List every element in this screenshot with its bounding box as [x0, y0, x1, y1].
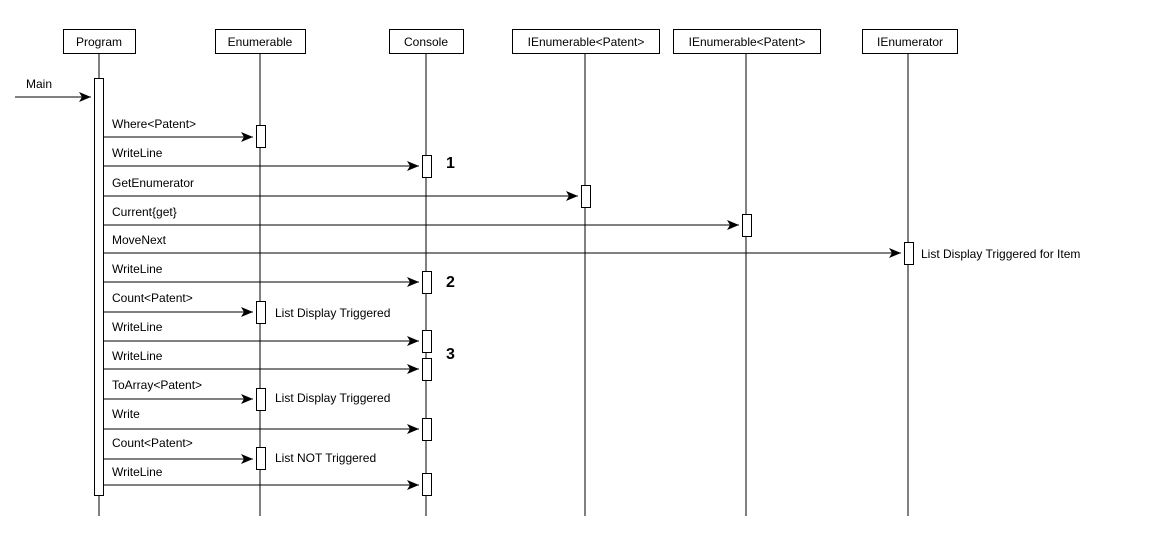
message-label: Count<Patent>	[112, 291, 193, 305]
enumerable-activation	[256, 125, 266, 148]
lifeline-ienumerator-box	[862, 29, 958, 54]
message-label: ToArray<Patent>	[112, 378, 202, 392]
program-activation	[94, 78, 104, 496]
message-get-enumerator: GetEnumerator	[104, 176, 591, 208]
message-label: WriteLine	[112, 262, 163, 276]
message-writeline-5: WriteLine	[104, 465, 432, 496]
message-label: GetEnumerator	[112, 176, 194, 190]
entry-message-label: Main	[26, 77, 52, 91]
message-toarray-patent: ToArray<Patent> List Display Triggered	[104, 378, 390, 411]
message-writeline-4: WriteLine	[104, 349, 432, 381]
console-activation	[422, 418, 432, 441]
step-marker-1: 1	[446, 155, 455, 172]
console-activation	[422, 473, 432, 496]
lifeline-enumerable-label: Enumerable	[228, 35, 293, 49]
enumerable-activation	[256, 447, 266, 470]
console-activation	[422, 358, 432, 381]
lifeline-console-box	[389, 29, 464, 54]
note-list-display-triggered-for-item: List Display Triggered for Item	[921, 247, 1080, 261]
message-label: WriteLine	[112, 146, 163, 160]
message-current-get: Current{get}	[104, 205, 752, 237]
enumerable-activation	[256, 388, 266, 411]
message-label: WriteLine	[112, 465, 163, 479]
lifeline-ienumerator: IEnumerator	[862, 29, 958, 516]
lifeline-ienumerable-1: IEnumerable<Patent>	[512, 29, 660, 516]
enumerable-activation	[256, 301, 266, 324]
lifeline-enumerable-box	[215, 29, 306, 54]
lifeline-ienumerable-2: IEnumerable<Patent>	[673, 29, 821, 516]
message-count-patent-1: Count<Patent> List Display Triggered	[104, 291, 390, 324]
lifeline-enumerable: Enumerable	[215, 29, 306, 516]
console-activation	[422, 155, 432, 178]
message-count-patent-2: Count<Patent> List NOT Triggered	[104, 436, 376, 470]
note-list-display-triggered: List Display Triggered	[275, 391, 390, 405]
lifeline-console-label: Console	[404, 35, 448, 49]
message-where-patent: Where<Patent>	[104, 117, 266, 148]
lifeline-ienumerable-1-box	[512, 29, 660, 54]
step-marker-3: 3	[446, 346, 455, 363]
console-activation	[422, 330, 432, 353]
message-move-next: MoveNext List Display Triggered for Item	[104, 233, 1080, 265]
lifeline-program-box	[63, 29, 136, 54]
step-marker-2: 2	[446, 274, 455, 291]
message-label: MoveNext	[112, 233, 167, 247]
lifeline-ienumerable-1-label: IEnumerable<Patent>	[528, 35, 645, 49]
message-label: Where<Patent>	[112, 117, 196, 131]
message-writeline-3: WriteLine 3	[104, 320, 455, 363]
note-list-display-triggered: List Display Triggered	[275, 306, 390, 320]
message-label: WriteLine	[112, 349, 163, 363]
message-label: Current{get}	[112, 205, 177, 219]
entry-message-main: Main	[15, 77, 91, 102]
note-list-not-triggered: List NOT Triggered	[275, 451, 376, 465]
message-label: Write	[112, 407, 140, 421]
ienumerable-2-activation	[742, 214, 752, 237]
message-writeline-1: WriteLine 1	[104, 146, 455, 178]
lifeline-ienumerator-label: IEnumerator	[877, 35, 943, 49]
lifeline-program-label: Program	[76, 35, 122, 49]
ienumerator-activation	[904, 242, 914, 265]
console-activation	[422, 271, 432, 294]
message-label: WriteLine	[112, 320, 163, 334]
lifeline-ienumerable-2-box	[673, 29, 821, 54]
ienumerable-1-activation	[581, 185, 591, 208]
message-label: Count<Patent>	[112, 436, 193, 450]
message-write: Write	[104, 407, 432, 441]
message-writeline-2: WriteLine 2	[104, 262, 455, 294]
lifeline-ienumerable-2-label: IEnumerable<Patent>	[689, 35, 806, 49]
